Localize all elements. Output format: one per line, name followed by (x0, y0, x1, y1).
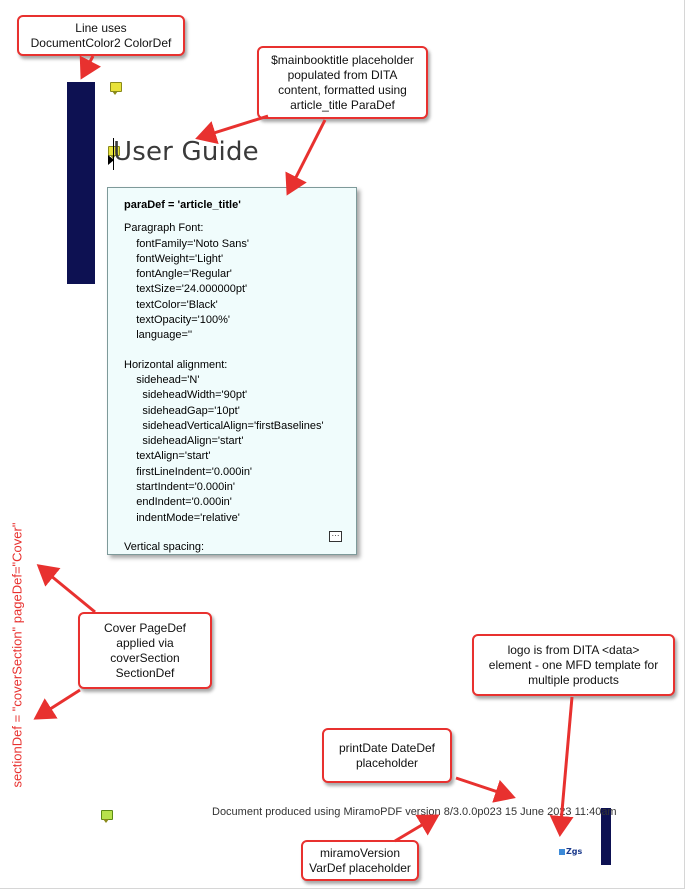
callout-text: Cover PageDef (103, 620, 187, 635)
callout-printdate: printDate DateDef placeholder (322, 728, 452, 783)
callout-text: content, formatted using (278, 82, 407, 97)
comment-note-icon[interactable] (101, 810, 113, 823)
tooltip-property: sidehead='N' (124, 373, 200, 386)
callout-logo: logo is from DITA <data> element - one M… (472, 634, 675, 696)
tooltip-property: language='' (124, 329, 193, 342)
tooltip-property: sideheadAlign='start' (124, 435, 244, 448)
callout-text: miramoVersion (319, 845, 401, 860)
arrow-miramoversion (394, 814, 440, 843)
tooltip-property: textAlign='start' (124, 450, 211, 463)
tooltip-section-label: Horizontal alignment: (124, 358, 228, 371)
tooltip-property: sideheadGap='10pt' (124, 404, 240, 417)
arrow-cover-bottom (33, 688, 81, 720)
tooltip-property: firstLineIndent='0.000in' (124, 465, 253, 478)
tooltip-property: endIndent='0.000in' (124, 496, 232, 509)
callout-text: DocumentColor2 ColorDef (30, 35, 172, 50)
callout-cover-pagedef: Cover PageDef applied via coverSection S… (78, 612, 212, 689)
paradef-tooltip: paraDef = 'article_title' Paragraph Font… (107, 187, 357, 555)
pointer-icon (108, 155, 114, 165)
arrow-line-color (79, 55, 101, 80)
tooltip-property: textColor='Black' (124, 298, 218, 311)
callout-text: placeholder (355, 755, 419, 770)
tooltip-property: indentMode='relative' (124, 511, 240, 524)
documentcolor2-line-bottom (601, 808, 611, 865)
documentcolor2-line-top (67, 82, 95, 284)
tooltip-property: fontWeight='Light' (124, 252, 224, 265)
arrow-paradef (285, 119, 327, 196)
callout-text: article_title ParaDef (290, 97, 395, 112)
page-title[interactable]: User Guide (113, 137, 259, 167)
callout-line-color: Line uses DocumentColor2 ColorDef (17, 15, 185, 56)
callout-miramoversion: miramoVersion VarDef placeholder (301, 840, 419, 881)
callout-text: element - one MFD template for (488, 657, 659, 672)
comment-note-icon[interactable] (110, 82, 122, 95)
tooltip-property: textOpacity='100%' (124, 314, 231, 327)
callout-text: multiple products (528, 672, 619, 687)
callout-text: applied via (116, 635, 174, 650)
callout-text: VarDef placeholder (309, 860, 411, 875)
tooltip-heading: paraDef = 'article_title' (124, 199, 241, 211)
callout-text: $mainbooktitle placeholder (271, 52, 414, 67)
product-logo: Zgs (559, 847, 582, 856)
tooltip-section-label: Vertical spacing: (124, 540, 205, 553)
tooltip-property: sideheadVerticalAlign='firstBaselines' (124, 419, 324, 432)
tooltip-property: textSize='24.000000pt' (124, 283, 248, 296)
callout-mainbooktitle: $mainbooktitle placeholder populated fro… (257, 46, 428, 119)
callout-text: coverSection (110, 650, 180, 665)
tooltip-property: sideheadWidth='90pt' (124, 389, 248, 402)
expand-tooltip-icon[interactable]: ··· (329, 531, 342, 542)
callout-text: logo is from DITA <data> (507, 642, 640, 657)
callout-text: SectionDef (115, 665, 175, 680)
callout-text: printDate DateDef (338, 740, 436, 755)
tooltip-property: fontFamily='Noto Sans' (124, 237, 249, 250)
tooltip-property: startIndent='0.000in' (124, 481, 235, 494)
arrow-title (195, 114, 269, 145)
text-cursor (113, 138, 114, 170)
callout-text: populated from DITA (287, 67, 398, 82)
footer-production-text: Document produced using MiramoPDF versio… (212, 806, 617, 818)
arrow-cover-top (36, 564, 96, 614)
callout-text: Line uses (75, 20, 127, 35)
arrow-logo (549, 696, 574, 837)
tooltip-property: fontAngle='Regular' (124, 268, 232, 281)
tooltip-section-label: Paragraph Font: (124, 222, 204, 235)
arrow-printdate (455, 776, 516, 803)
